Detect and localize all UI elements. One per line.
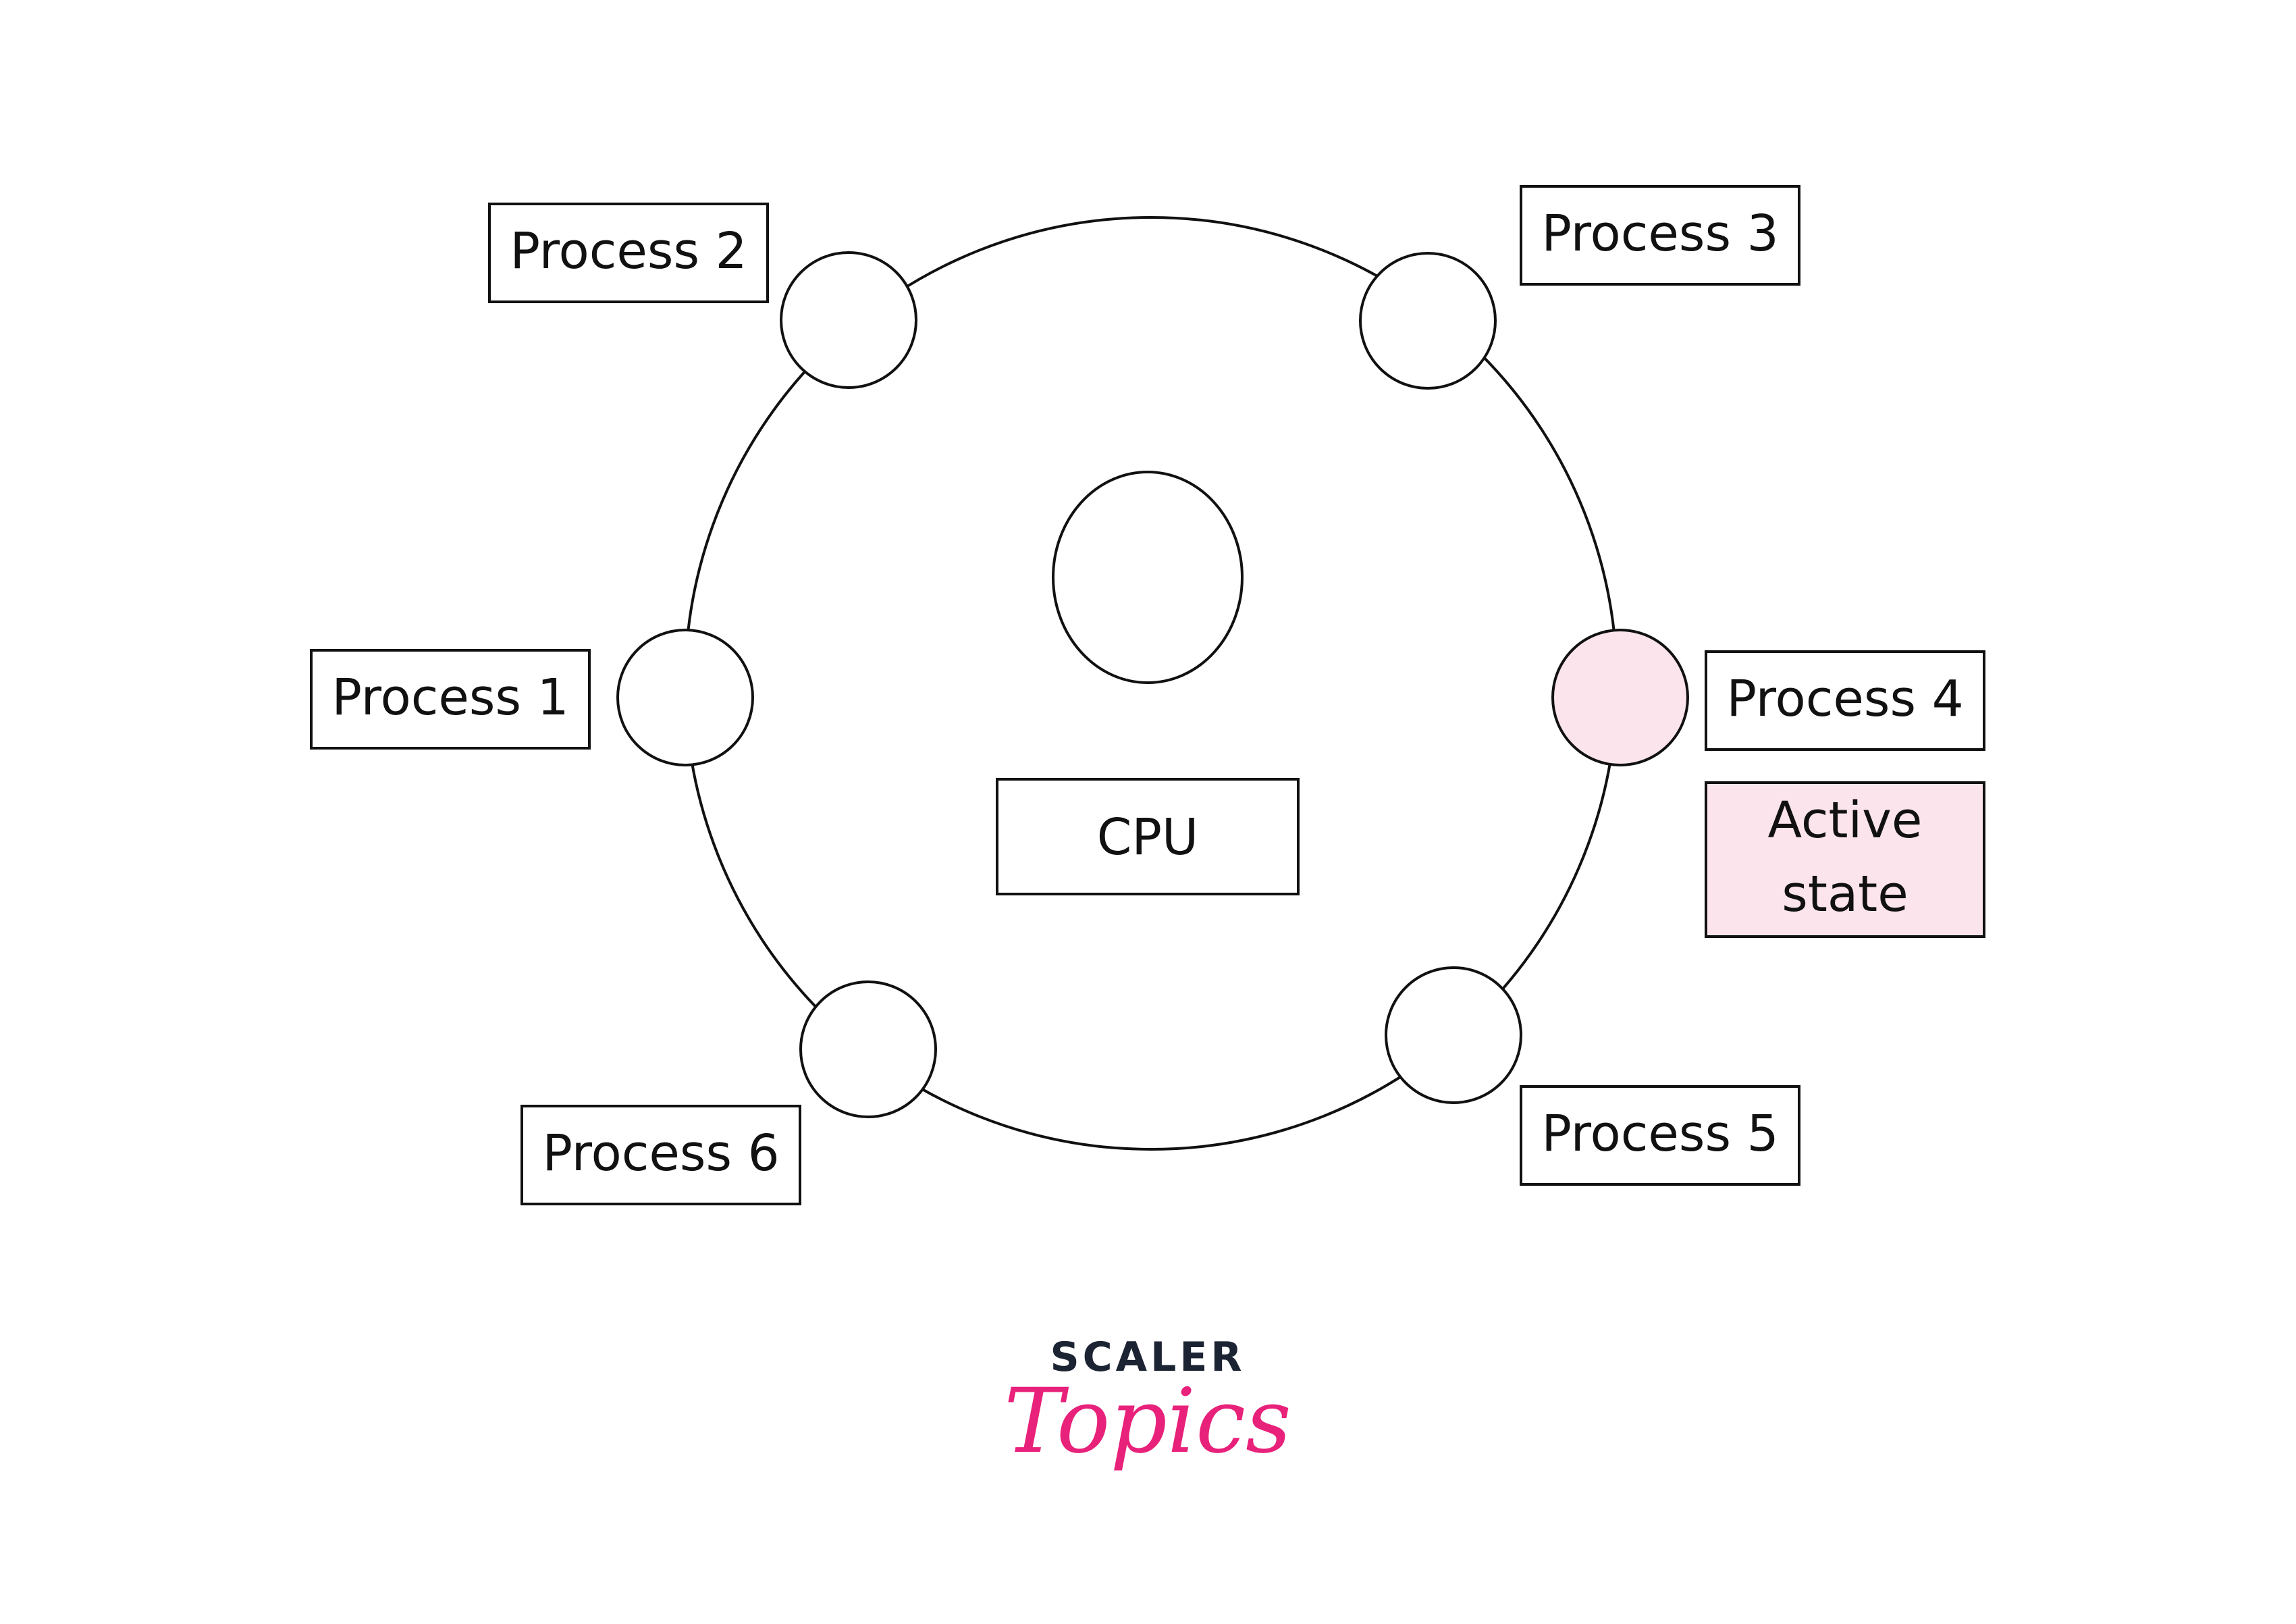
- logo-scaler-text: SCALER: [1050, 1334, 1245, 1381]
- scaler-topics-logo: SCALER Topics: [1004, 1334, 1291, 1473]
- process-5-label: Process 5: [1541, 1105, 1778, 1163]
- process-5-label-box: [1520, 1085, 1800, 1186]
- process-4-label-box: [1705, 650, 1985, 751]
- process-3-label-box: [1520, 185, 1800, 286]
- cpu-label-box: [996, 778, 1300, 895]
- active-state-line1: Active: [1768, 791, 1923, 849]
- process-6-label: Process 6: [542, 1124, 779, 1182]
- process-2-label-box: [488, 203, 769, 303]
- process-1-label-box: [310, 649, 591, 750]
- process-3-node: [1359, 252, 1497, 390]
- process-4-node-active: [1551, 629, 1689, 766]
- cpu-core: [1052, 471, 1244, 684]
- process-6-node: [799, 980, 937, 1118]
- process-5-node: [1385, 966, 1522, 1104]
- active-state-box: [1705, 781, 1985, 938]
- process-4-label: Process 4: [1726, 670, 1963, 728]
- process-1-label: Process 1: [331, 669, 568, 727]
- logo-topics-text: Topics: [1004, 1369, 1291, 1473]
- active-state-line2: state: [1782, 865, 1908, 923]
- process-6-label-box: [520, 1105, 801, 1205]
- process-2-label: Process 2: [510, 222, 747, 280]
- process-2-node: [780, 251, 917, 389]
- cpu-label: CPU: [1097, 808, 1198, 866]
- process-3-label: Process 3: [1541, 205, 1778, 263]
- process-1-node: [616, 629, 754, 766]
